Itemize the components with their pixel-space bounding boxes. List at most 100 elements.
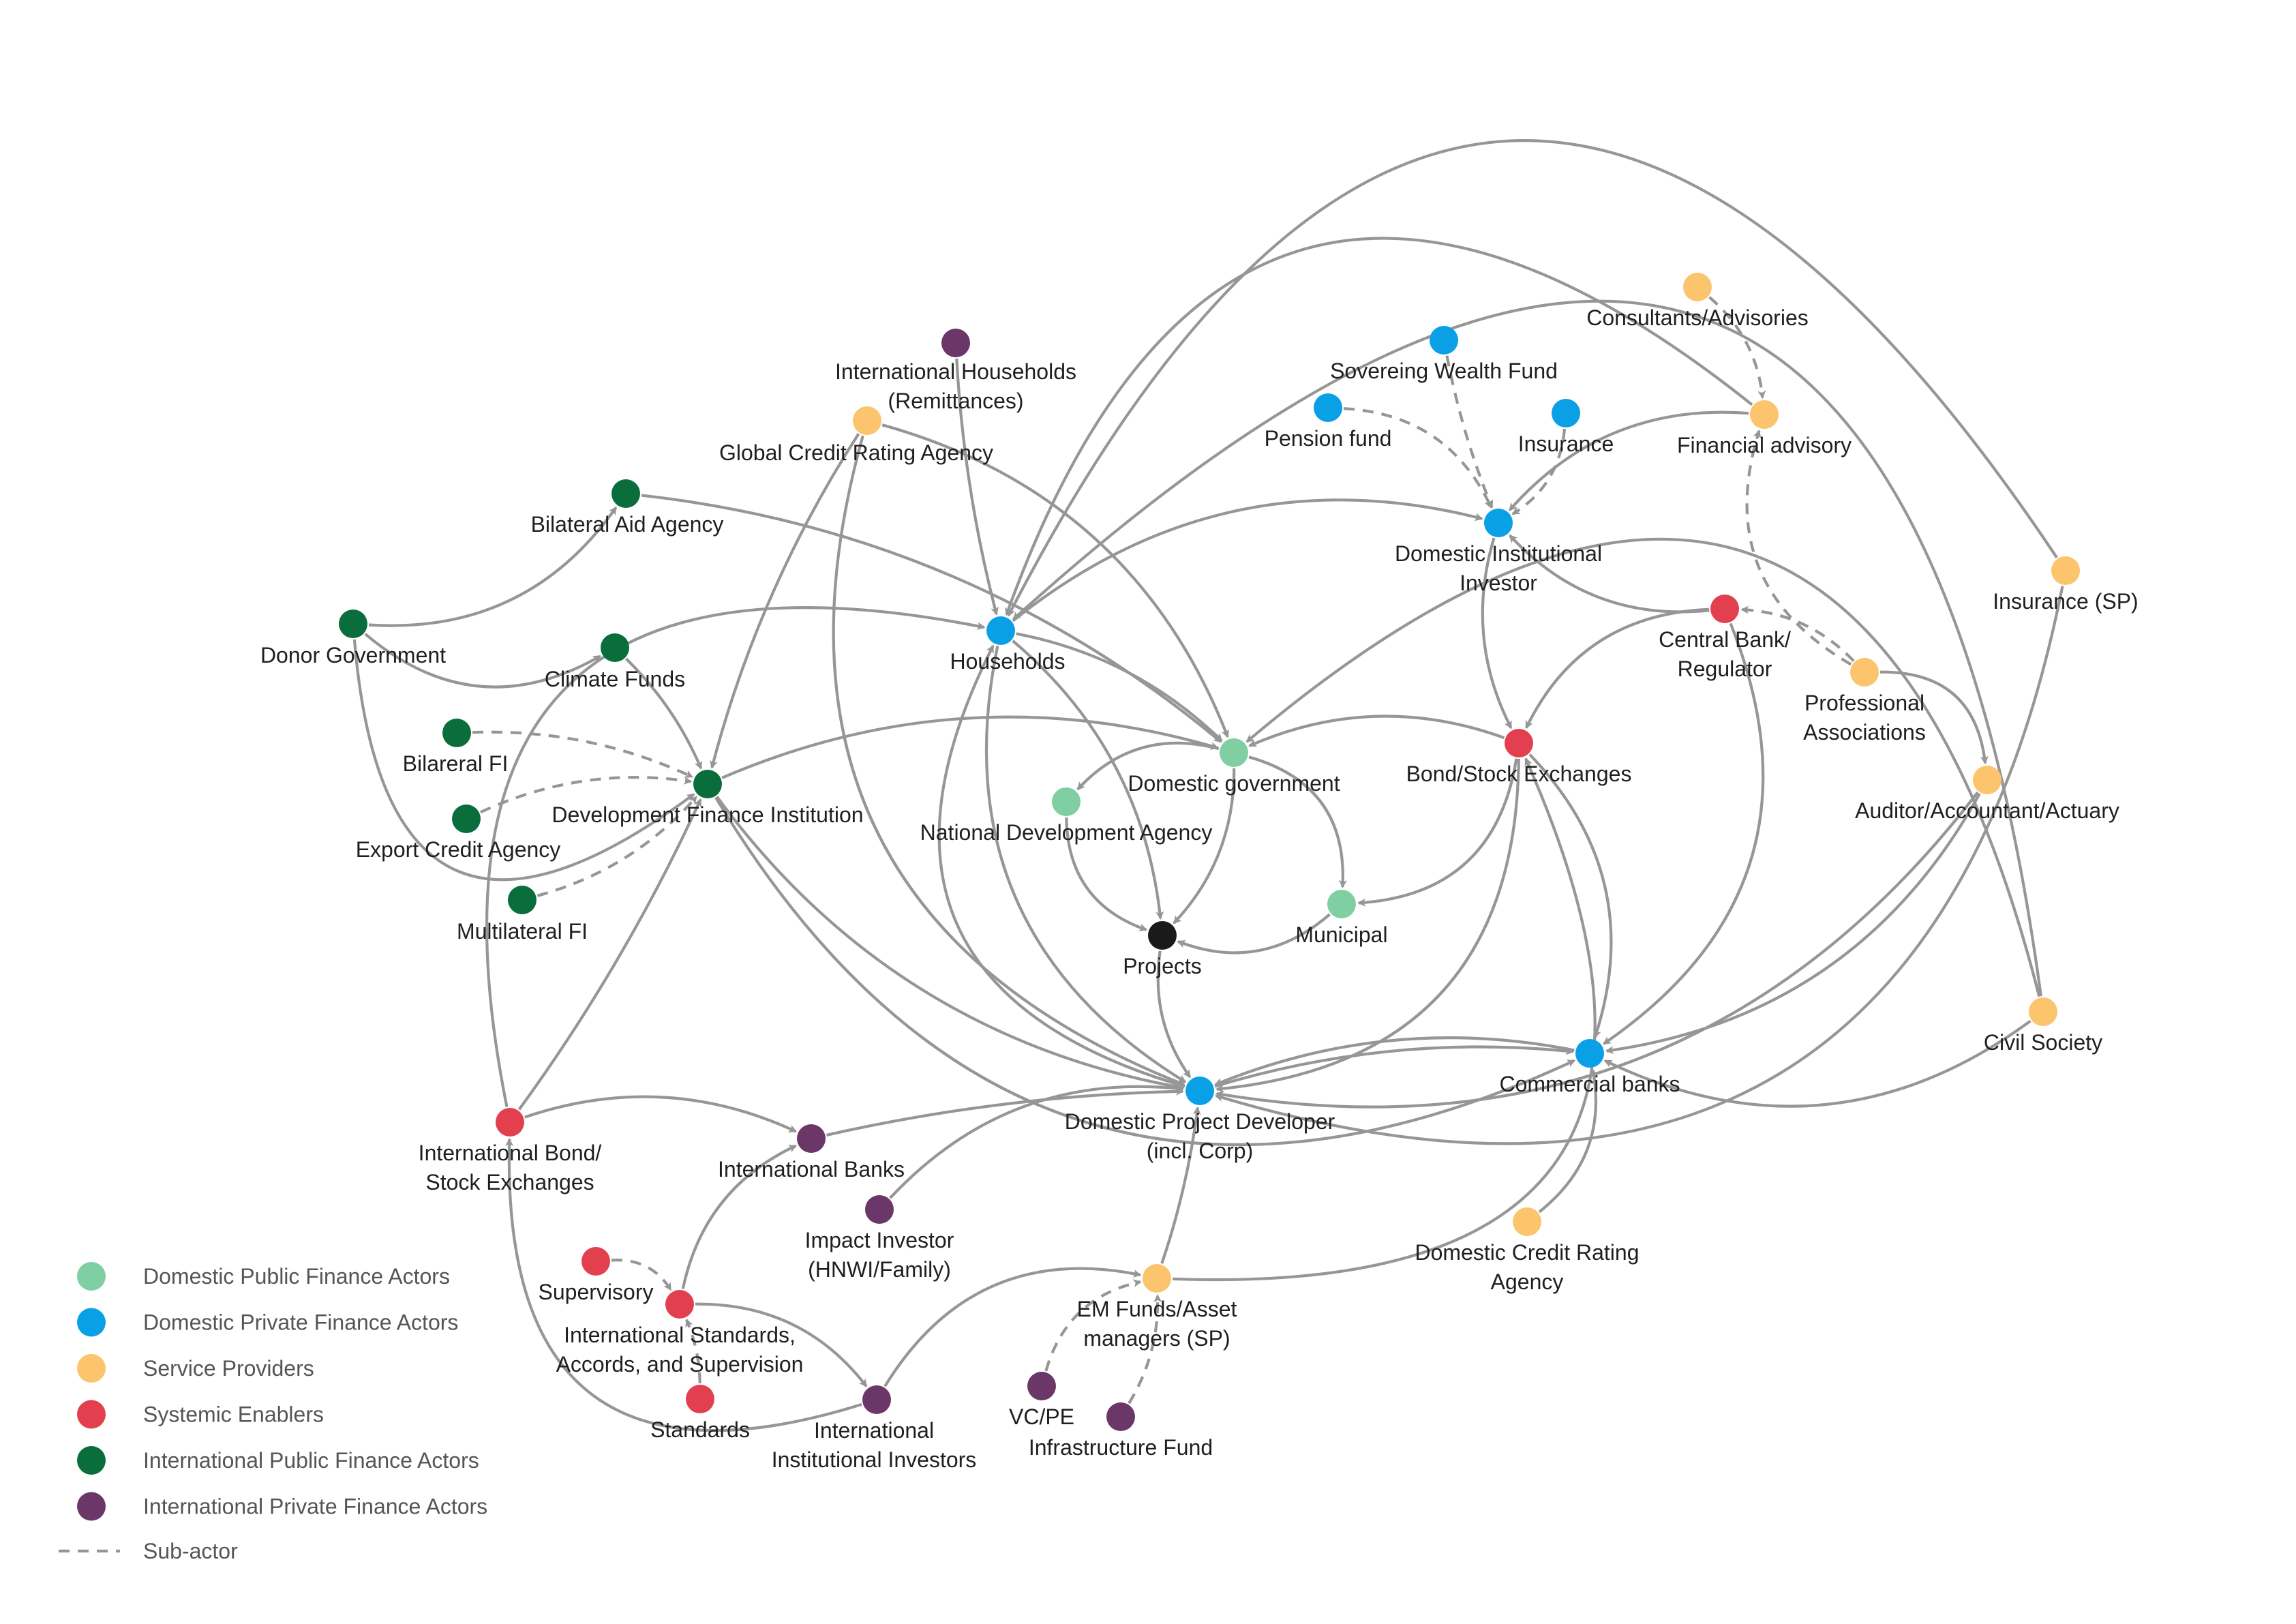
- node-label: Standards: [650, 1417, 750, 1442]
- edge-central_bank-to-bond_stock: [1525, 607, 1710, 730]
- node-marker: [1185, 1077, 1214, 1105]
- node-label: Central Bank/: [1659, 627, 1791, 652]
- node-label: managers (SP): [1083, 1326, 1230, 1351]
- node-marker: [862, 1385, 891, 1414]
- node-label: International Bond/: [419, 1141, 602, 1165]
- node-export-credit: Export Credit Agency: [356, 805, 561, 862]
- edge-fin_advisory-to-dii: [1508, 410, 1749, 511]
- node-label: VC/PE: [1009, 1404, 1074, 1429]
- node-vcpe: VC/PE: [1009, 1372, 1074, 1429]
- node-global-cra: Global Credit Rating Agency: [719, 406, 993, 465]
- node-bond-stock: Bond/Stock Exchanges: [1406, 729, 1631, 786]
- edge-bond_stock-to-commercial_banks: [1528, 753, 1613, 1039]
- edge-dfi-to-commercial_banks: [714, 796, 1576, 1146]
- legend-item-intl-private: International Private Finance Actors: [77, 1492, 487, 1521]
- edge-civil_society-to-commercial_banks: [1603, 1019, 2031, 1108]
- legend-item-service: Service Providers: [77, 1354, 314, 1383]
- node-label: Export Credit Agency: [356, 837, 561, 862]
- legend-label: International Private Finance Actors: [143, 1494, 487, 1519]
- edge-intl_bond-to-households: [485, 606, 986, 1107]
- node-label: (Remittances): [888, 389, 1023, 413]
- node-marker: [1973, 766, 2002, 794]
- edges: [352, 139, 2064, 1432]
- legend-label: Domestic Public Finance Actors: [143, 1264, 450, 1289]
- node-label: Projects: [1123, 954, 1202, 978]
- node-civil-society: Civil Society: [1984, 997, 2102, 1055]
- node-label: Accords, and Supervision: [556, 1352, 804, 1377]
- edge-em_funds-to-bond_stock: [1172, 757, 1597, 1281]
- node-label: EM Funds/Asset: [1077, 1297, 1237, 1321]
- edge-commercial_banks-to-dpd: [1214, 1036, 1575, 1086]
- legend-item-domestic-private: Domestic Private Finance Actors: [77, 1308, 458, 1337]
- node-marker: [865, 1195, 894, 1224]
- node-marker: [452, 805, 481, 833]
- node-label: Professional: [1804, 691, 1924, 715]
- node-intl-bond: International Bond/Stock Exchanges: [419, 1108, 602, 1194]
- node-label: Agency: [1491, 1269, 1564, 1294]
- node-label: Institutional Investors: [772, 1447, 977, 1472]
- node-marker: [611, 479, 640, 508]
- node-label: Sovereing Wealth Fund: [1330, 359, 1558, 383]
- node-label: Investor: [1460, 571, 1537, 595]
- node-pension: Pension fund: [1265, 393, 1391, 451]
- edge-civil_society-to-domestic_gov: [1245, 537, 2041, 997]
- node-label: Municipal: [1295, 922, 1387, 947]
- legend-label: International Public Finance Actors: [143, 1448, 479, 1473]
- node-insurance-sp: Insurance (SP): [1993, 556, 2139, 614]
- node-marker: [1750, 400, 1779, 429]
- edge-pension-to-dii: [1343, 407, 1493, 509]
- node-label: Supervisory: [539, 1280, 654, 1304]
- node-intl-banks: International Banks: [718, 1124, 905, 1182]
- edge-domestic_gov-to-municipal: [1248, 755, 1347, 888]
- node-climate-funds: Climate Funds: [545, 633, 685, 691]
- node-label: Global Credit Rating Agency: [719, 440, 993, 465]
- node-intl-standards: International Standards,Accords, and Sup…: [556, 1290, 804, 1377]
- node-marker: [442, 719, 471, 747]
- node-marker: [665, 1290, 694, 1319]
- edge-auditor-to-commercial_banks: [1605, 793, 1981, 1055]
- node-fin-advisory: Financial advisory: [1677, 400, 1852, 457]
- edge-global_cra-to-domestic_gov: [881, 423, 1229, 738]
- node-marker: [2051, 556, 2080, 585]
- edge-consultants-to-fin_advisory: [1708, 296, 1766, 400]
- node-label: Commercial banks: [1500, 1072, 1680, 1096]
- legend-swatch: [77, 1492, 106, 1521]
- node-marker: [941, 329, 970, 357]
- node-marker: [1552, 399, 1580, 427]
- node-label: Bilareral FI: [403, 751, 509, 776]
- edge-prof_assoc-to-central_bank: [1740, 605, 1855, 662]
- node-marker: [1850, 658, 1879, 687]
- node-dpd: Domestic Project Developer(incl. Corp): [1065, 1077, 1335, 1163]
- node-label: Domestic Project Developer: [1065, 1109, 1335, 1134]
- node-marker: [1314, 393, 1342, 422]
- node-marker: [1513, 1207, 1541, 1236]
- node-marker: [686, 1385, 714, 1413]
- edge-insurance_sp-to-dpd: [1214, 586, 2064, 1145]
- edge-climate_funds-to-dfi: [624, 657, 703, 770]
- node-bilateral-aid: Bilateral Aid Agency: [531, 479, 723, 537]
- node-label: International: [814, 1418, 934, 1443]
- edge-insurance_sp-to-households: [1007, 139, 2058, 617]
- edge-export_credit-to-dfi: [480, 776, 693, 814]
- node-infra-fund: Infrastructure Fund: [1029, 1402, 1213, 1460]
- node-label: Civil Society: [1984, 1030, 2102, 1055]
- node-central-bank: Central Bank/Regulator: [1659, 595, 1791, 681]
- node-households: Households: [950, 616, 1066, 674]
- edge-bond_stock-to-municipal: [1357, 758, 1518, 907]
- node-label: International Banks: [718, 1157, 905, 1182]
- node-auditor: Auditor/Accountant/Actuary: [1855, 766, 2119, 823]
- legend-label: Sub-actor: [143, 1539, 238, 1563]
- legend-label: Service Providers: [143, 1356, 314, 1381]
- node-label: Multilateral FI: [457, 919, 588, 944]
- node-em-funds: EM Funds/Asset managers (SP): [1077, 1264, 1237, 1351]
- node-marker: [1710, 595, 1739, 623]
- node-marker: [1106, 1402, 1135, 1431]
- node-marker: [986, 616, 1015, 645]
- node-label: Infrastructure Fund: [1029, 1435, 1213, 1460]
- edge-intl_bond-to-dfi: [517, 798, 702, 1111]
